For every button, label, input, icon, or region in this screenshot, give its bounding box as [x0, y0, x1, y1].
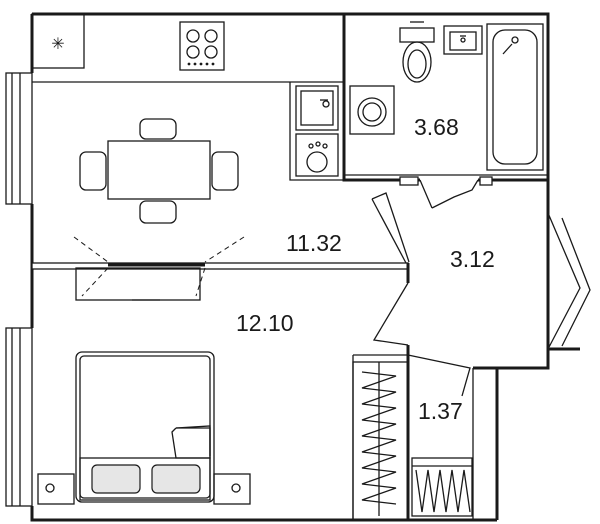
wardrobe-shelves [411, 457, 473, 517]
dining-table [79, 118, 239, 224]
bed [75, 351, 215, 503]
svg-text:✳: ✳ [51, 34, 64, 53]
door-bedroom [372, 282, 409, 346]
area-label-bathroom: 3.68 [414, 114, 459, 140]
cooktop [179, 21, 225, 71]
nightstand-left [37, 473, 75, 505]
area-label-hallway: 3.12 [450, 246, 495, 272]
area-label-bedroom: 12.10 [236, 310, 294, 336]
window-bedroom [5, 327, 33, 507]
bathtub [486, 23, 544, 171]
door-kitchen [371, 192, 410, 264]
area-label-wardrobe: 1.37 [418, 398, 463, 424]
door-bathroom [399, 176, 493, 209]
toilet [399, 21, 435, 83]
area-label-kitchen: 11.32 [286, 230, 342, 256]
fridge: ✳ [31, 13, 85, 69]
wardrobe-hangers [352, 361, 409, 521]
door-entrance [547, 212, 591, 350]
washing-machine [349, 85, 395, 135]
window-kitchen [5, 72, 33, 205]
nightstand-right [213, 473, 251, 505]
kitchen-sink [295, 85, 339, 131]
washbasin [443, 25, 483, 55]
door-wardrobe [407, 354, 471, 397]
partition-sliding [73, 236, 245, 301]
dishwasher [295, 133, 339, 177]
